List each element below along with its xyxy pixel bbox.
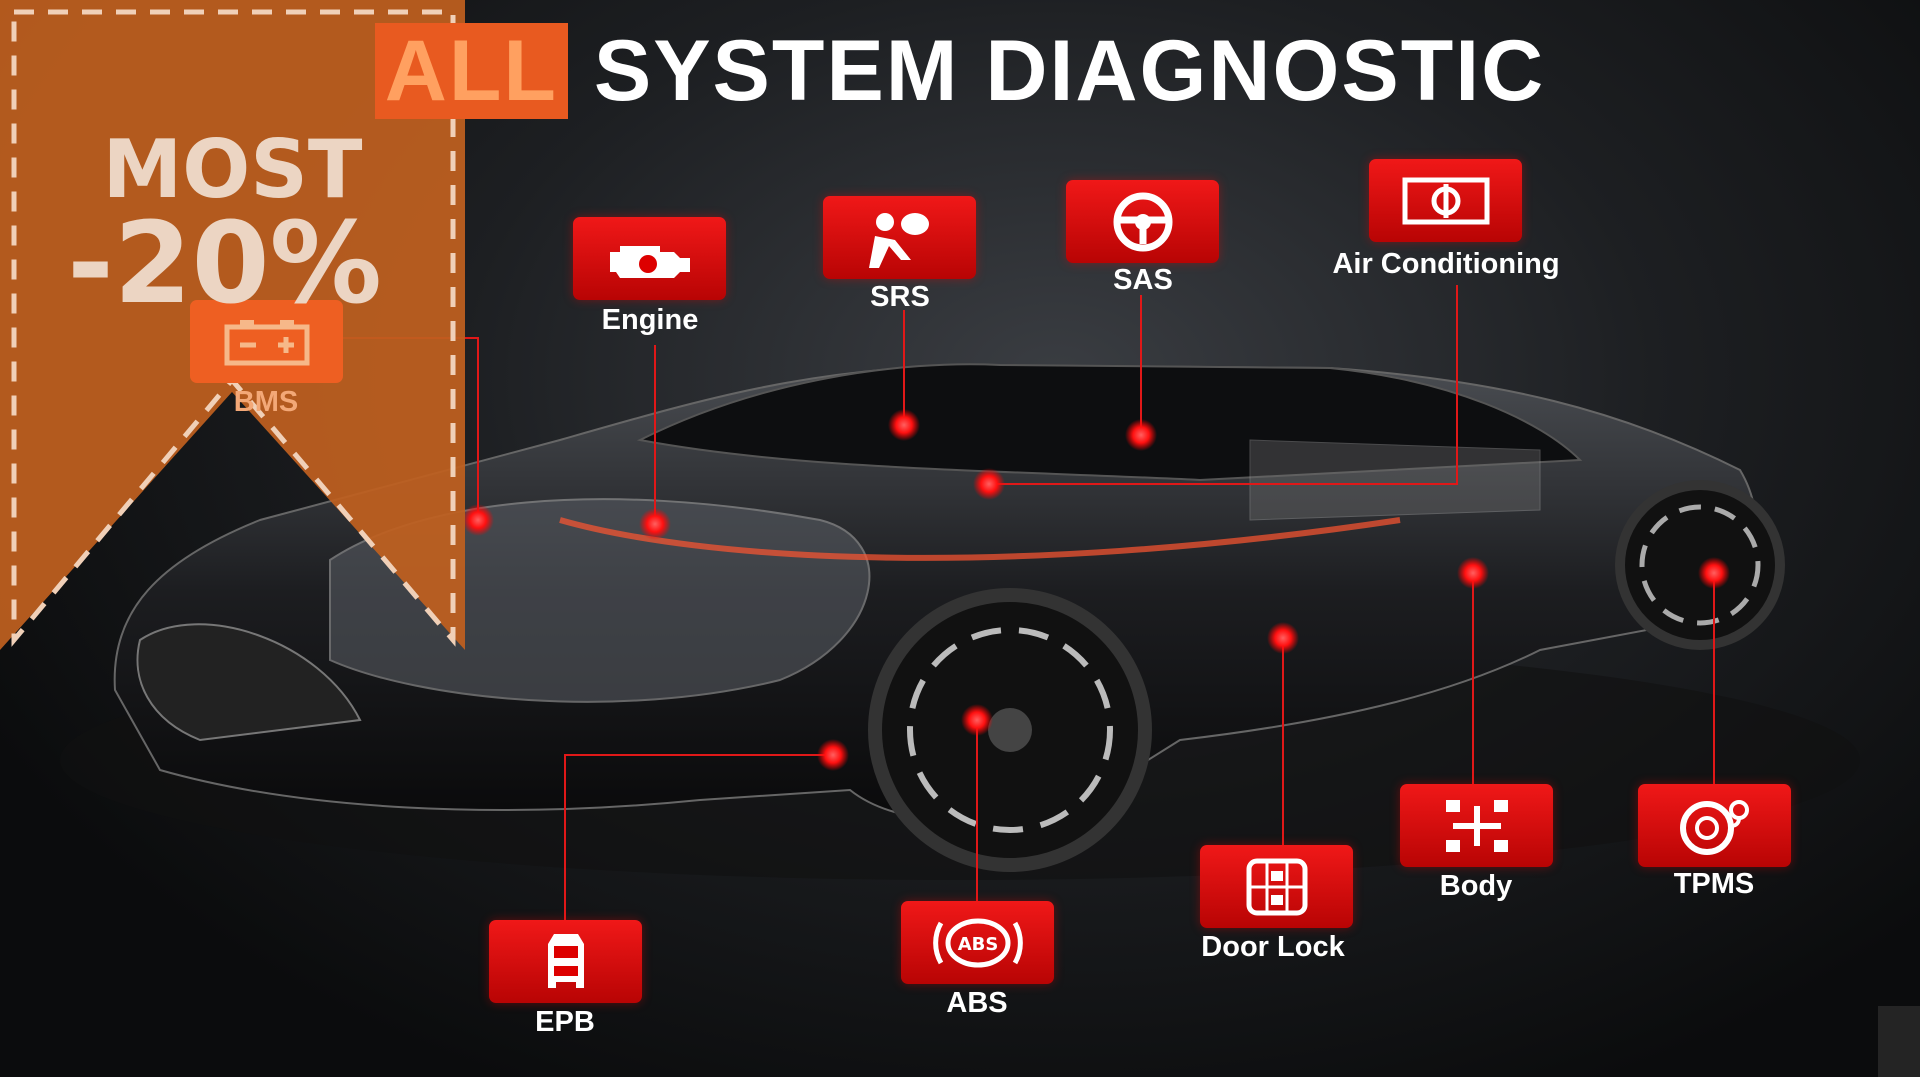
diagnostic-points — [462, 409, 1730, 771]
front-wheel — [868, 588, 1152, 872]
label-epb: EPB — [535, 1006, 595, 1038]
module-body — [1400, 784, 1553, 867]
label-tpms: TPMS — [1673, 868, 1755, 900]
engine-icon — [609, 245, 690, 278]
door-lock-icon — [1246, 858, 1307, 915]
promo-most: MOST — [102, 123, 363, 216]
module-sas — [1066, 180, 1219, 263]
label-engine: Engine — [601, 304, 699, 336]
label-bms: BMS — [233, 386, 299, 418]
label-door-lock: Door Lock — [1201, 931, 1345, 963]
battery-icon — [224, 319, 309, 365]
body-chassis-icon — [1445, 799, 1508, 852]
module-epb — [489, 920, 642, 1003]
module-air-conditioning — [1369, 159, 1522, 242]
module-abs: ABS — [901, 901, 1054, 984]
tire-pressure-icon — [1679, 799, 1749, 855]
label-abs: ABS — [946, 987, 1008, 1019]
label-body: Body — [1439, 870, 1513, 902]
module-tpms — [1638, 784, 1791, 867]
module-bms — [190, 300, 343, 383]
parking-brake-car-icon — [547, 933, 584, 988]
abs-icon: ABS — [932, 918, 1023, 967]
rear-wheel — [1615, 480, 1785, 650]
page-title: ALL SYSTEM DIAGNOSTIC — [0, 22, 1920, 121]
module-srs — [823, 196, 976, 279]
module-engine — [573, 217, 726, 300]
corner-block — [1878, 1006, 1920, 1077]
promo-discount: -20% — [67, 199, 382, 329]
connector-lines — [343, 285, 1715, 1000]
svg-text:ABS: ABS — [957, 934, 998, 955]
module-door-lock — [1200, 845, 1353, 928]
steering-wheel-icon — [1113, 192, 1172, 251]
airbag-icon — [868, 212, 929, 268]
label-srs: SRS — [870, 281, 930, 313]
label-sas: SAS — [1113, 264, 1173, 296]
label-air-conditioning: Air Conditioning — [1332, 248, 1560, 280]
air-conditioning-icon — [1402, 177, 1489, 224]
